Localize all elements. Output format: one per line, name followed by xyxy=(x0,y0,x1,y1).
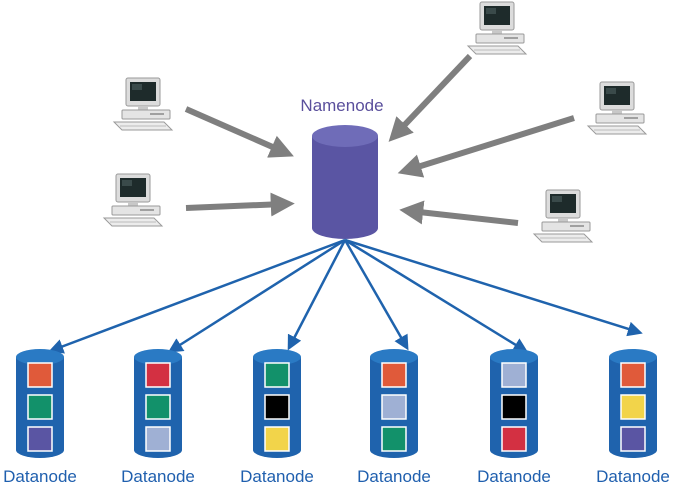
datanode-label: Datanode xyxy=(3,467,77,486)
data-block xyxy=(264,394,290,420)
datanode-label: Datanode xyxy=(240,467,314,486)
data-block xyxy=(145,362,171,388)
data-block xyxy=(264,426,290,452)
datanode-database-icon xyxy=(253,349,301,458)
data-block xyxy=(145,394,171,420)
client-computer-icon xyxy=(467,1,527,55)
data-block xyxy=(501,394,527,420)
client-computer-icon xyxy=(103,173,163,227)
replication-arrow xyxy=(344,238,643,337)
datanode-top xyxy=(370,349,418,365)
datanode-database-icon xyxy=(609,349,657,458)
data-block xyxy=(381,362,407,388)
datanode-label: Datanode xyxy=(121,467,195,486)
client-arrow xyxy=(185,192,295,217)
client-arrow xyxy=(184,106,294,158)
client-arrows xyxy=(184,53,575,226)
datanode-database-icon xyxy=(490,349,538,458)
replication-arrow xyxy=(344,238,529,353)
client-arrow xyxy=(399,200,519,226)
client-arrow xyxy=(397,115,575,178)
datanode-database-icon xyxy=(134,349,182,458)
datanode-top xyxy=(253,349,301,365)
data-block xyxy=(27,394,53,420)
data-block xyxy=(620,362,646,388)
datanode-label: Datanode xyxy=(477,467,551,486)
replication-arrows xyxy=(48,238,643,354)
data-block xyxy=(381,426,407,452)
datanode-label: Datanode xyxy=(357,467,431,486)
replication-arrow xyxy=(287,239,347,351)
datanode-label: Datanode xyxy=(596,467,670,486)
client-arrow xyxy=(388,53,473,142)
namenode-label: Namenode xyxy=(300,96,384,115)
data-block xyxy=(620,394,646,420)
datanode-database-icon xyxy=(370,349,418,458)
data-block xyxy=(501,362,527,388)
datanode-group xyxy=(16,349,657,458)
client-computer-icon xyxy=(587,81,647,135)
data-block xyxy=(501,426,527,452)
replication-arrow xyxy=(343,239,409,351)
data-block xyxy=(27,362,53,388)
datanode-top xyxy=(16,349,64,365)
replication-arrow xyxy=(48,238,346,354)
datanode-database-icon xyxy=(16,349,64,458)
client-computer-icon xyxy=(113,77,173,131)
datanode-top xyxy=(490,349,538,365)
datanode-top xyxy=(609,349,657,365)
client-computer-icon xyxy=(533,189,593,243)
datanode-top xyxy=(134,349,182,365)
data-block xyxy=(145,426,171,452)
data-block xyxy=(264,362,290,388)
data-block xyxy=(381,394,407,420)
replication-arrow xyxy=(167,238,346,353)
data-block xyxy=(27,426,53,452)
namenode-database-icon xyxy=(312,125,378,239)
data-block xyxy=(620,426,646,452)
